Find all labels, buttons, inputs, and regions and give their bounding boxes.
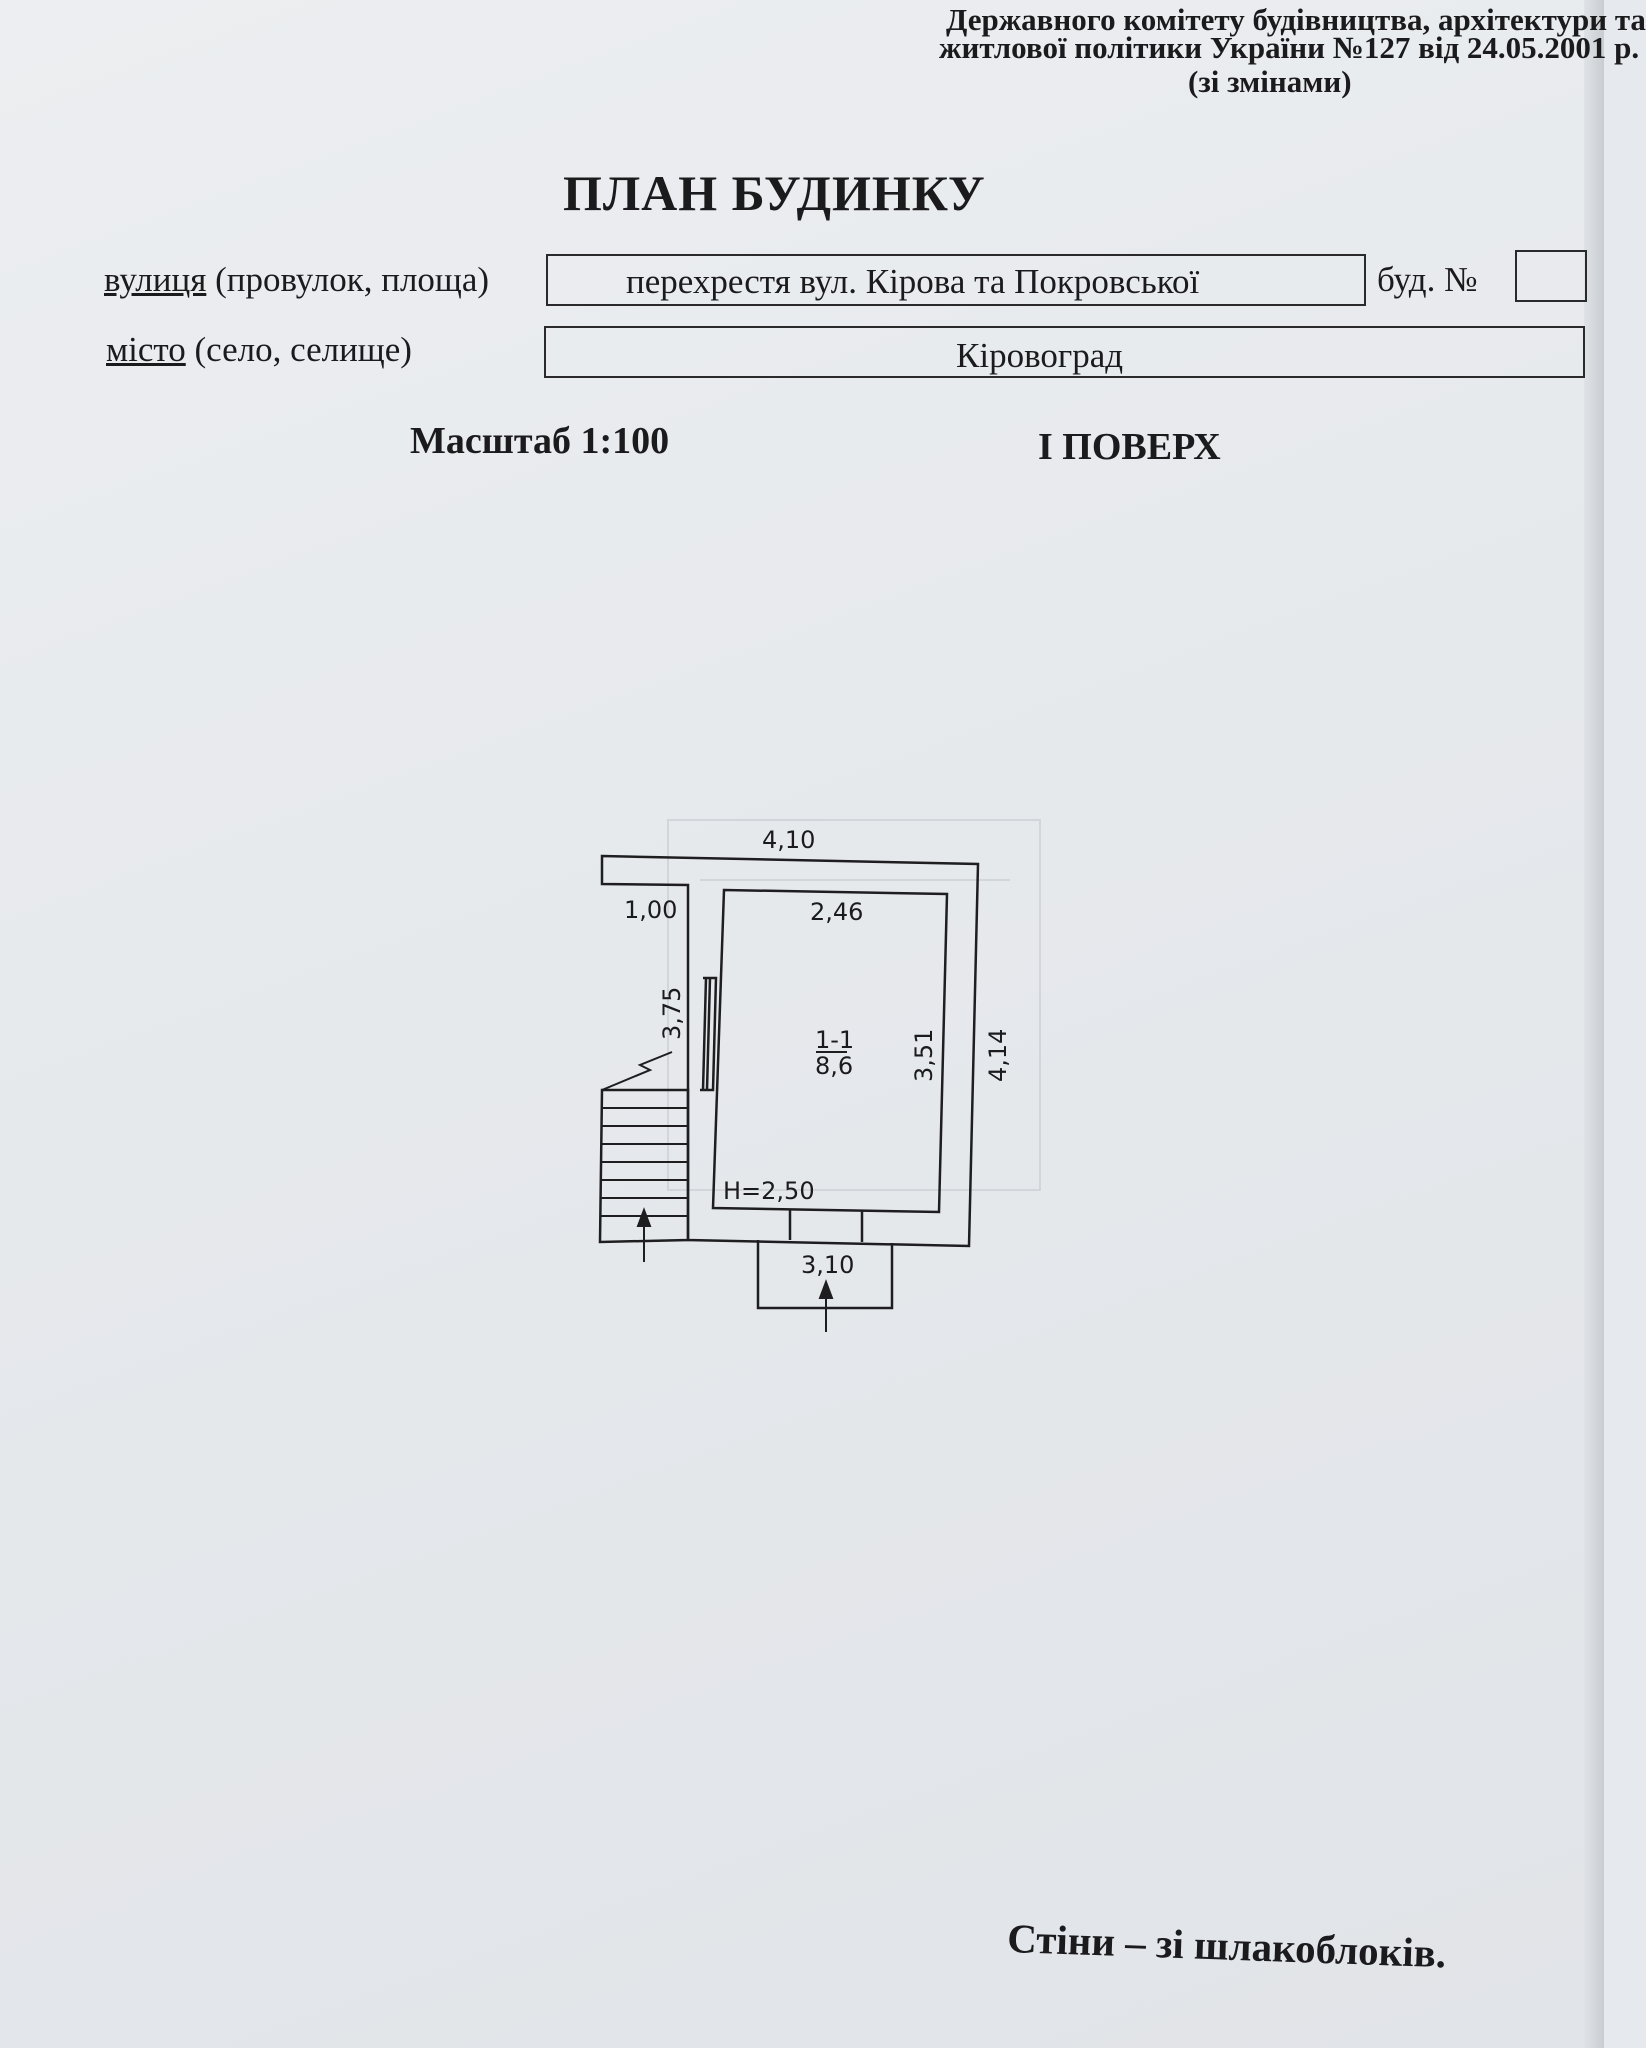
dim-overall-length: 4,14 (984, 1029, 1012, 1082)
city-label-main: місто (106, 330, 186, 369)
dim-room-width: 2,46 (810, 898, 863, 926)
dim-corridor-width: 1,00 (624, 896, 677, 924)
city-label: місто (село, селище) (106, 332, 412, 367)
stair-break-line (601, 1051, 673, 1091)
dim-corridor-length: 3,75 (658, 987, 686, 1040)
window-glass-line (705, 977, 712, 1091)
floor-plan: 4,10 1,00 2,46 3,75 1-1 8,6 3,51 4,14 H=… (598, 819, 1041, 1332)
room-area: 8,6 (815, 1052, 853, 1080)
room-inner-wall (711, 888, 949, 1214)
street-label: вулиця (провулок, площа) (104, 262, 489, 297)
dim-top: 4,10 (762, 826, 815, 854)
street-label-main: вулиця (104, 260, 207, 299)
street-field: перехрестя вул. Кірова та Покровської (546, 254, 1366, 306)
city-field: Кіровоград (544, 326, 1585, 378)
window-glass-line (701, 977, 708, 1091)
room-number: 1-1 (815, 1026, 854, 1054)
page-title: ПЛАН БУДИНКУ (563, 165, 986, 221)
house-number-label: буд. № (1377, 260, 1478, 299)
scale-label: Масштаб 1:100 (410, 420, 670, 462)
porch-entry-arrow-icon (818, 1279, 834, 1332)
street-value: перехрестя вул. Кірова та Покровської (626, 262, 1200, 301)
dim-porch: 3,10 (801, 1251, 854, 1279)
stair-entry-arrow-icon (636, 1207, 652, 1262)
staircase (598, 1088, 690, 1244)
city-label-rest: (село, селище) (194, 330, 412, 369)
dim-room-length: 3,51 (910, 1029, 938, 1082)
street-label-rest: (провулок, площа) (215, 260, 490, 299)
header-line-2: житлової політики України №127 від 24.05… (939, 30, 1640, 65)
document-page (0, 0, 1604, 2048)
stair-treads (601, 1107, 688, 1217)
bleed-through-marks (667, 819, 1041, 1191)
page-edge-shadow (1584, 0, 1604, 2048)
house-number-field (1515, 250, 1587, 302)
entrance-door (788, 1210, 864, 1242)
floor-label: I ПОВЕРХ (1038, 426, 1221, 468)
ceiling-height: H=2,50 (723, 1177, 815, 1205)
header-line-3: (зі змінами) (1188, 64, 1352, 99)
header-line-1: Державного комітету будівництва, архітек… (946, 2, 1646, 37)
city-value: Кіровоград (956, 336, 1124, 375)
